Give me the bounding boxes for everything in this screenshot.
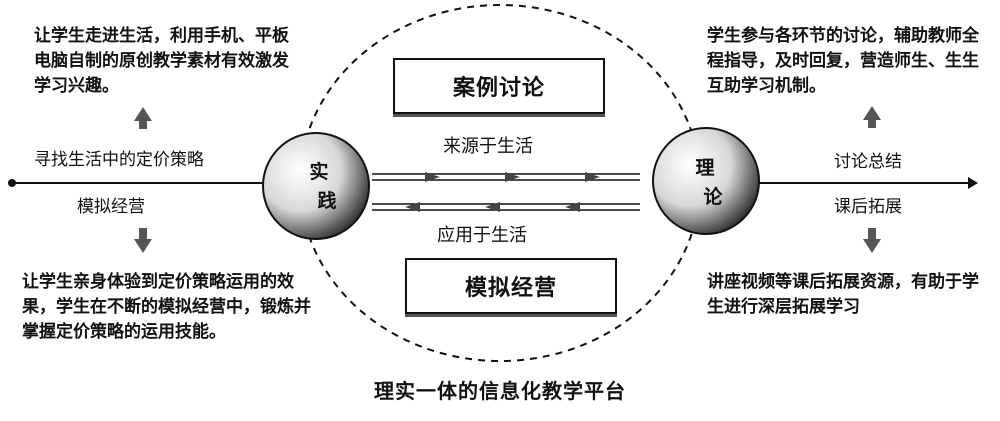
right-bottom-text: 讲座视频等课后拓展资源，有助于学生进行深层拓展学习 xyxy=(707,272,979,317)
diagram-caption: 理实一体的信息化教学平台 xyxy=(374,379,626,403)
left-upper-label: 寻找生活中的定价策略 xyxy=(34,150,204,170)
right-lower-label: 课后拓展 xyxy=(834,197,902,217)
theory-label-1: 理 xyxy=(695,157,715,179)
left-endpoint-dot xyxy=(8,179,16,187)
practice-node xyxy=(262,132,370,240)
arrow-bottom-label: 应用于生活 xyxy=(437,225,527,246)
simulation-box: 模拟经营 xyxy=(405,258,617,314)
right-top-text: 学生参与各环节的讨论，辅助教师全程指导，及时回复，营造师生、生生互助学习机制。 xyxy=(707,26,979,96)
left-down-arrow xyxy=(134,228,152,253)
right-up-arrow xyxy=(863,106,881,128)
arrow-to-practice xyxy=(372,202,640,212)
left-bottom-text: 让学生亲身体验到定价策略运用的效果，学生在不断的模拟经营中，锻炼并掌握定价策略的… xyxy=(22,272,311,342)
right-upper-label: 讨论总结 xyxy=(834,152,902,172)
left-up-arrow xyxy=(134,107,152,129)
arrow-to-theory xyxy=(372,172,640,182)
theory-node xyxy=(652,127,760,235)
left-lower-label: 模拟经营 xyxy=(77,197,145,217)
practice-label-1: 实 xyxy=(309,161,329,183)
theory-label-2: 论 xyxy=(703,186,723,208)
right-arrowhead xyxy=(968,177,978,189)
left-top-text: 让学生走进生活，利用手机、平板电脑自制的原创教学素材有效激发学习兴趣。 xyxy=(34,26,289,96)
right-down-arrow xyxy=(863,228,881,253)
case-discussion-box: 案例讨论 xyxy=(393,58,605,114)
arrow-top-label: 来源于生活 xyxy=(443,136,533,157)
practice-label-2: 践 xyxy=(317,190,337,212)
